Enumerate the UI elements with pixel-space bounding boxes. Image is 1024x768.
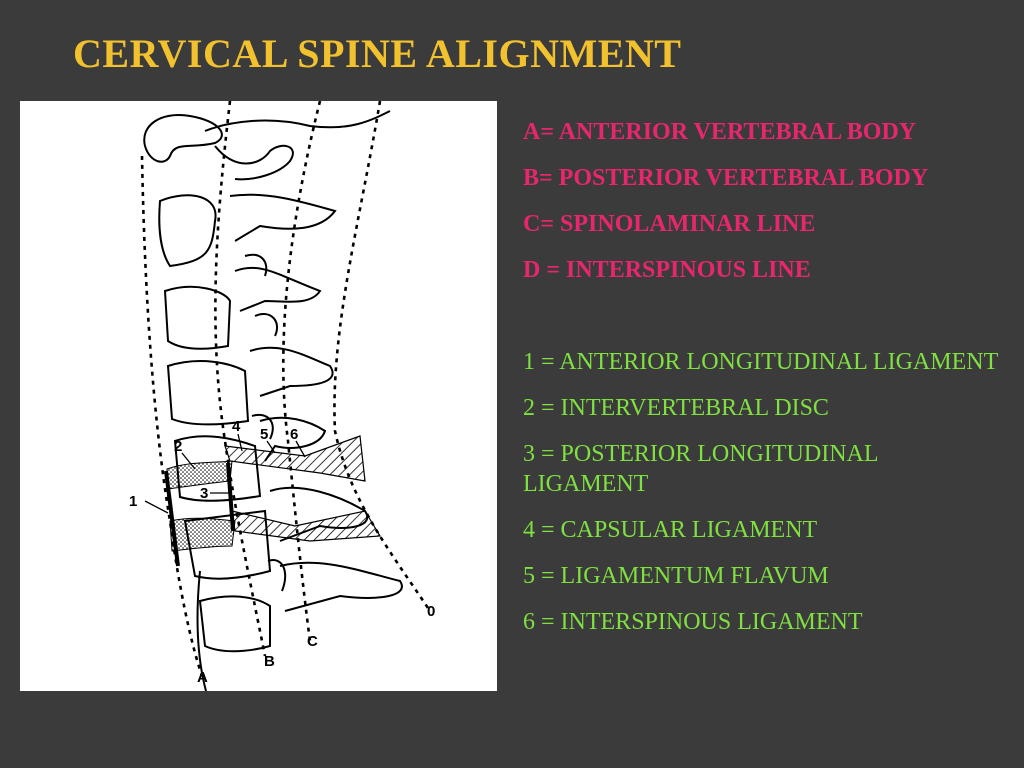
line-b-posterior-vertebral — [214, 101, 267, 657]
posterior-longitudinal-ligament — [226, 462, 235, 532]
legend: A= ANTERIOR VERTEBRAL BODY B= POSTERIOR … — [523, 117, 1003, 653]
leader-6 — [295, 440, 306, 458]
slide-title: CERVICAL SPINE ALIGNMENT — [73, 31, 682, 76]
structure-label-3: 3 — [200, 485, 208, 502]
skull-base-outline — [143, 114, 223, 163]
intervertebral-disc-upper — [166, 460, 233, 490]
legend-structure-1: 1 = ANTERIOR LONGITUDINAL LIGAMENT — [523, 349, 999, 375]
structure-label-6: 6 — [290, 426, 298, 443]
facet-outline-1 — [244, 253, 268, 277]
cervical-spine-diagram: A B C 0 1 2 3 4 5 6 — [20, 101, 497, 691]
structure-label-5: 5 — [260, 426, 268, 443]
line-a-anterior-vertebral — [140, 155, 204, 677]
facet-outline-2 — [254, 313, 278, 337]
structure-label-4: 4 — [232, 418, 241, 435]
vertebra-c3-body — [163, 285, 232, 350]
intervertebral-disc-lower — [169, 517, 236, 552]
vertebra-c7-body — [198, 595, 271, 653]
facet-outline-3 — [251, 413, 274, 440]
line-label-c: C — [307, 633, 318, 650]
anterior-longitudinal-ligament — [164, 470, 180, 567]
odontoid-outline — [214, 144, 294, 181]
vertebra-c5-body — [173, 435, 262, 502]
structure-label-1: 1 — [129, 493, 137, 510]
line-c-spinolaminar — [282, 101, 322, 642]
spinous-process-c2 — [229, 193, 337, 242]
legend-structure-3: 3 = POSTERIOR LONGITUDINAL LIGAMENT — [523, 441, 878, 497]
vertebra-c4-body — [166, 360, 250, 426]
leader-4 — [237, 433, 243, 452]
leader-5 — [266, 440, 276, 454]
spinous-process-c5 — [259, 416, 327, 462]
leader-2 — [181, 452, 196, 470]
legend-line-a: A= ANTERIOR VERTEBRAL BODY — [523, 119, 917, 145]
line-d-interspinous — [333, 101, 432, 612]
legend-structure-2: 2 = INTERVERTEBRAL DISC — [523, 395, 829, 421]
mastoid-outline — [204, 110, 391, 132]
legend-structure-4: 4 = CAPSULAR LIGAMENT — [523, 517, 818, 543]
legend-structure-5: 5 = LIGAMENTUM FLAVUM — [523, 563, 829, 589]
interspinous-ligament-lower — [231, 510, 382, 542]
vertebra-c6-body — [183, 509, 272, 580]
lateral-mass-outline — [196, 570, 207, 691]
line-label-a: A — [197, 669, 208, 686]
leader-1 — [144, 500, 169, 514]
vertebra-c2-body — [158, 194, 217, 268]
legend-structure-6: 6 = INTERSPINOUS LIGAMENT — [523, 609, 863, 635]
legend-spacer — [523, 301, 1003, 347]
structure-label-2: 2 — [174, 438, 182, 455]
legend-line-c: C= SPINOLAMINAR LINE — [523, 211, 816, 237]
spinous-process-c4 — [249, 346, 334, 397]
line-label-d: 0 — [427, 603, 435, 620]
line-label-b: B — [264, 653, 275, 670]
facet-outline-4 — [267, 559, 287, 592]
spinous-process-c3 — [234, 266, 322, 312]
legend-line-b: B= POSTERIOR VERTEBRAL BODY — [523, 165, 929, 191]
spinous-process-c7 — [279, 561, 403, 612]
legend-line-d: D = INTERSPINOUS LINE — [523, 257, 811, 283]
